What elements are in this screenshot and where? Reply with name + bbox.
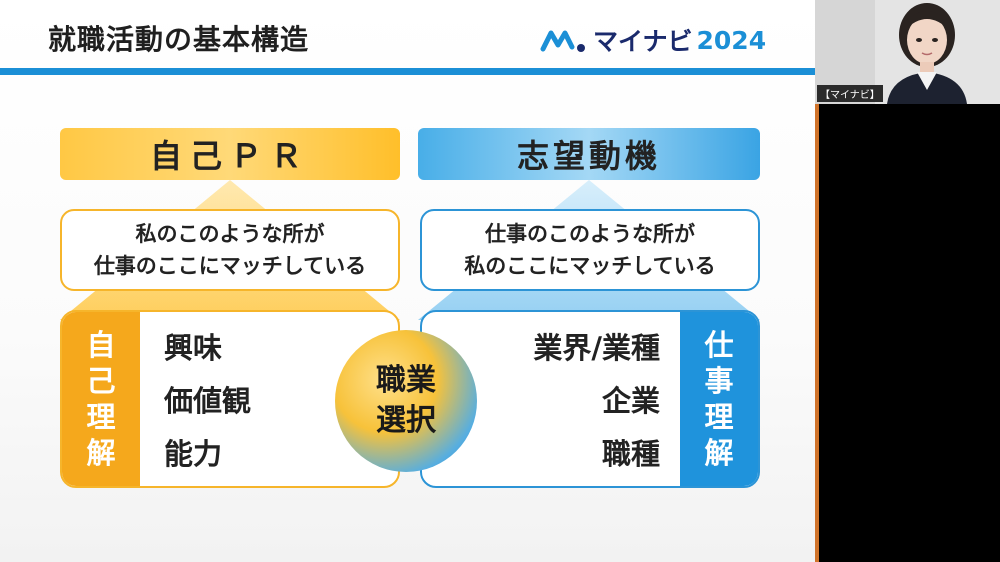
motivation-statement: 仕事のこのような所が 私のここにマッチしている: [420, 209, 760, 291]
mynavi-logo-icon: [540, 30, 585, 52]
list-item: 職種: [601, 436, 660, 471]
job-understanding-label: 仕 事 理 解: [680, 312, 758, 486]
mynavi-logo: マイナビ 2024: [540, 22, 766, 58]
logo-brand-text: マイナビ: [593, 27, 693, 56]
list-item: 能力: [164, 436, 223, 471]
self-understanding-label: 自 己 理 解: [62, 312, 140, 486]
list-item: 業界/業種: [533, 331, 660, 366]
statement-line: 仕事のここにマッチしている: [93, 254, 367, 278]
slide-title: 就職活動の基本構造: [48, 23, 310, 56]
active-speaker-border: [815, 104, 819, 562]
motivation-header: 志望動機: [418, 128, 760, 180]
statement-line: 私のこのような所が: [135, 222, 325, 246]
list-item: 興味: [164, 331, 223, 366]
statement-line: 仕事のこのような所が: [485, 222, 695, 246]
presentation-slide: 就職活動の基本構造 マイナビ 2024 自己ＰＲ 志望動機: [0, 0, 815, 562]
list-item: 企業: [601, 383, 660, 418]
list-item: 価値観: [164, 383, 252, 418]
logo-year-text: 2024: [696, 25, 767, 55]
self-pr-header: 自己ＰＲ: [60, 128, 400, 180]
title-underline: [0, 68, 815, 75]
self-understanding-items: 興味 価値観 能力: [164, 312, 251, 486]
circle-line: 職業: [376, 363, 436, 398]
job-understanding-items: 業界/業種 企業 職種: [533, 312, 660, 486]
self-pr-statement: 私のこのような所が 仕事のここにマッチしている: [60, 209, 400, 291]
career-choice-circle: 職業 選択: [335, 330, 477, 472]
participant-name-label: 【マイナビ】: [817, 85, 883, 102]
statement-line: 私のここにマッチしている: [464, 254, 716, 278]
circle-line: 選択: [376, 403, 436, 438]
